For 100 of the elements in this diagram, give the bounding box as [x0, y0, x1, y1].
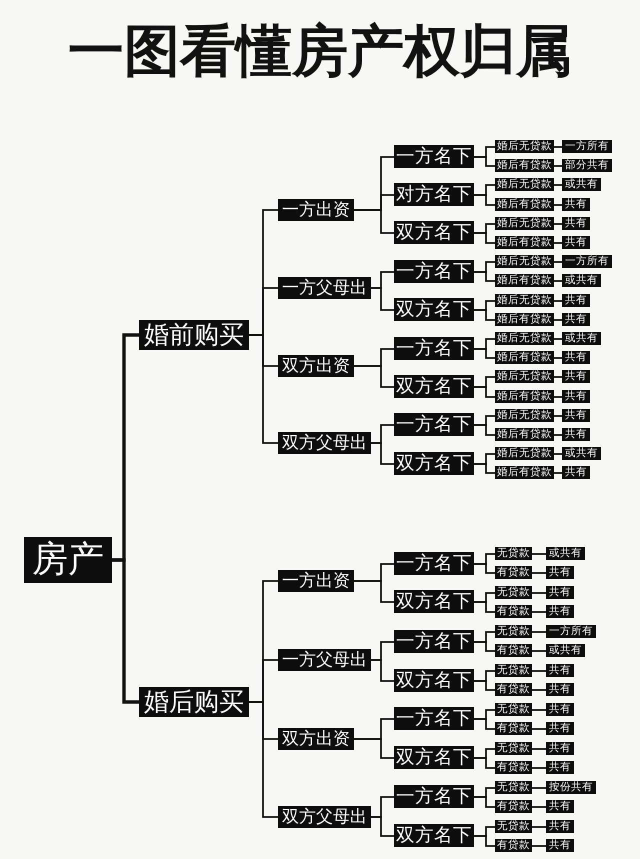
connector-line: [474, 348, 495, 359]
root-box: 房产: [24, 537, 112, 583]
connector-line: [474, 601, 495, 613]
result-box: 共有: [546, 664, 574, 677]
loan-box: 有贷款: [495, 644, 532, 657]
connector-line: [554, 376, 562, 378]
loan-box: 有贷款: [495, 605, 532, 618]
connector-line: [474, 271, 495, 282]
loan-box: 无贷款: [495, 742, 532, 755]
result-box: 共有: [562, 390, 590, 403]
connector-line: [474, 232, 495, 244]
result-box: 或共有: [562, 332, 601, 345]
connector-line: [554, 280, 562, 282]
result-box: 共有: [546, 820, 574, 833]
result-box: 一方所有: [546, 625, 596, 638]
connector-line: [554, 261, 562, 263]
result-box: 共有: [562, 217, 590, 230]
connector-line: [532, 806, 546, 808]
connector-line: [474, 835, 495, 847]
connector-line: [554, 396, 562, 398]
connector-line: [249, 334, 278, 444]
loan-box: 婚后有贷款: [495, 390, 554, 403]
connector-line: [474, 194, 495, 206]
loan-box: 有贷款: [495, 839, 532, 852]
connector-line: [354, 365, 394, 388]
connector-line: [532, 787, 546, 789]
connector-line: [554, 165, 562, 167]
result-box: 共有: [562, 236, 590, 249]
connector-line: [474, 386, 495, 398]
result-box: 共有: [546, 605, 574, 618]
title-holder-box: 双方名下: [394, 298, 474, 321]
loan-box: 婚后有贷款: [495, 428, 554, 441]
result-box: 共有: [562, 466, 590, 479]
result-box: 共有: [562, 370, 590, 383]
connector-line: [532, 611, 546, 613]
title-holder-box: 双方名下: [394, 746, 474, 769]
loan-box: 婚后有贷款: [495, 466, 554, 479]
connector-line: [474, 718, 495, 730]
connector-line: [532, 728, 546, 730]
funding-box: 一方出资: [278, 199, 354, 221]
result-box: 或共有: [546, 547, 585, 560]
title-holder-box: 双方名下: [394, 590, 474, 613]
connector-line: [532, 689, 546, 691]
connector-line: [474, 680, 495, 691]
title-holder-box: 一方名下: [394, 413, 474, 436]
loan-box: 无贷款: [495, 781, 532, 794]
result-box: 共有: [562, 313, 590, 326]
result-box: 共有: [546, 761, 574, 774]
funding-box: 双方父母出: [278, 806, 371, 828]
loan-box: 婚后无贷款: [495, 255, 554, 268]
result-box: 共有: [546, 742, 574, 755]
connector-line: [354, 580, 394, 603]
title-holder-box: 一方名下: [394, 707, 474, 730]
loan-box: 婚后无贷款: [495, 178, 554, 191]
connector-line: [474, 463, 495, 474]
title-holder-box: 一方名下: [394, 337, 474, 360]
connector-line: [532, 670, 546, 672]
title-holder-box: 双方名下: [394, 669, 474, 692]
connector-line: [554, 223, 562, 225]
connector-line: [474, 156, 495, 167]
loan-box: 婚后无贷款: [495, 140, 554, 153]
branch-box: 婚后购买: [139, 687, 249, 717]
branch-box: 婚前购买: [139, 320, 249, 350]
connector-line: [474, 757, 495, 769]
connector-line: [532, 553, 546, 555]
title-holder-box: 双方名下: [394, 452, 474, 475]
funding-box: 双方出资: [278, 355, 354, 377]
result-box: 一方所有: [562, 140, 612, 153]
loan-box: 婚后有贷款: [495, 274, 554, 287]
connector-line: [354, 738, 394, 759]
connector-line: [371, 287, 394, 311]
loan-box: 无贷款: [495, 664, 532, 677]
connector-line: [371, 816, 394, 837]
result-box: 共有: [546, 586, 574, 599]
connector-line: [532, 572, 546, 574]
loan-box: 有贷款: [495, 761, 532, 774]
connector-line: [532, 592, 546, 594]
connector-line: [554, 453, 562, 455]
loan-box: 无贷款: [495, 820, 532, 833]
loan-box: 婚后无贷款: [495, 332, 554, 345]
connector-line: [371, 659, 394, 682]
loan-box: 婚后无贷款: [495, 447, 554, 460]
result-box: 或共有: [562, 274, 601, 287]
connector-line: [554, 204, 562, 206]
result-box: 共有: [546, 566, 574, 579]
connector-line: [554, 434, 562, 436]
result-box: 一方所有: [562, 255, 612, 268]
result-box: 共有: [562, 428, 590, 441]
connector-line: [554, 338, 562, 340]
connector-line: [474, 424, 495, 436]
loan-box: 有贷款: [495, 683, 532, 696]
title-holder-box: 一方名下: [394, 260, 474, 283]
result-box: 共有: [562, 294, 590, 307]
result-box: 部分共有: [562, 159, 612, 172]
title-holder-box: 双方名下: [394, 824, 474, 847]
loan-box: 婚后有贷款: [495, 236, 554, 249]
connector-line: [554, 242, 562, 244]
connector-line: [474, 796, 495, 808]
funding-box: 一方出资: [278, 570, 354, 592]
result-box: 共有: [546, 683, 574, 696]
